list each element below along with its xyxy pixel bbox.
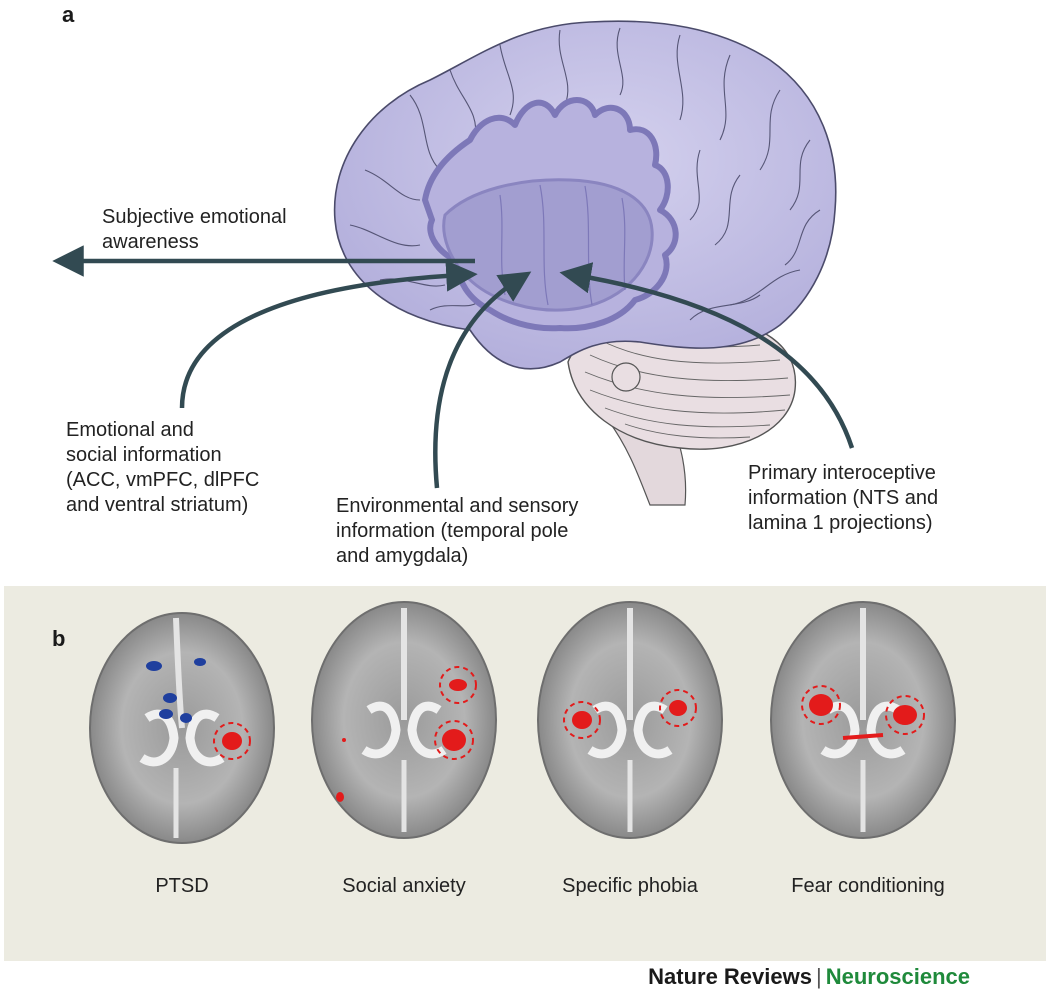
scan-label-specific-phobia: Specific phobia (562, 875, 698, 897)
activation-circle (213, 722, 251, 760)
panel-label-b: b (52, 626, 66, 651)
pathway-arrows (52, 245, 855, 489)
journal-credit: Nature Reviews|Neuroscience (648, 964, 970, 990)
scan-label-fear-conditioning: Fear conditioning (791, 875, 945, 897)
scan-social-anxiety (311, 601, 497, 839)
panel-label-a: a (62, 2, 75, 27)
activation-circles (563, 689, 697, 739)
activation-circles (801, 685, 925, 740)
arrow-interoceptive (559, 262, 855, 449)
arrow-emotional (179, 260, 478, 409)
annotation-environmental-sensory: Environmental and sensory information (t… (336, 495, 579, 567)
scan-ptsd (89, 612, 275, 844)
credit-separator: | (815, 964, 822, 989)
deactivation-spots (146, 658, 206, 723)
activation-circles (336, 666, 477, 802)
annotation-subjective-awareness: Subjective emotional awareness (102, 206, 287, 253)
scan-label-social-anxiety: Social anxiety (342, 875, 466, 897)
brain-illustration (333, 20, 837, 506)
scan-fear-conditioning (770, 601, 956, 839)
scan-specific-phobia (537, 601, 723, 839)
annotation-emotional-social: Emotional and social information (ACC, v… (66, 419, 260, 516)
journal-name: Neuroscience (825, 964, 970, 989)
annotation-interoceptive: Primary interoceptive information (NTS a… (748, 462, 939, 534)
scan-label-ptsd: PTSD (155, 875, 209, 897)
arrow-environmental (433, 271, 532, 489)
publisher-name: Nature Reviews (648, 964, 812, 989)
